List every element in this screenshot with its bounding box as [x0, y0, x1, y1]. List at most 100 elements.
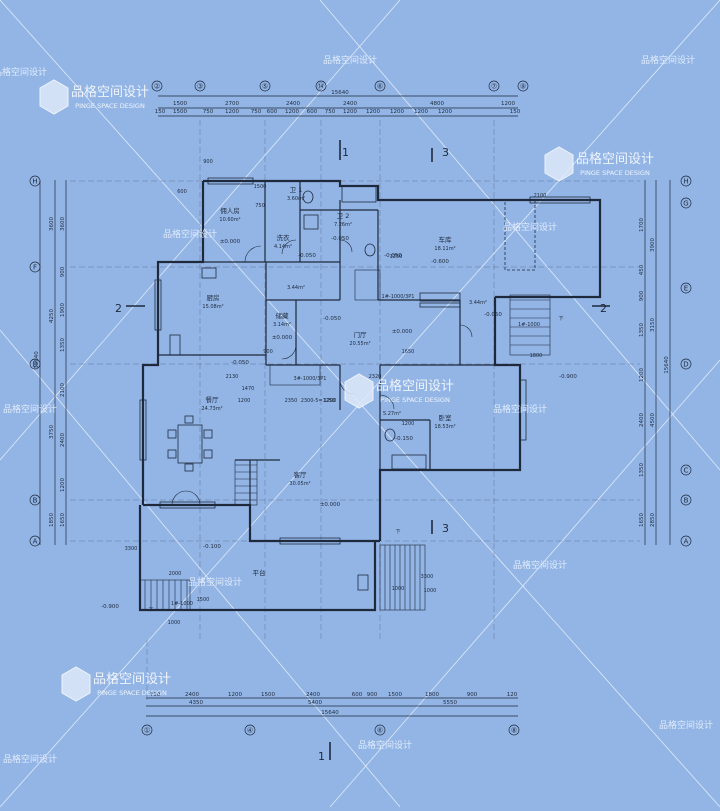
watermark-logo-cn: 品格空间设计: [576, 151, 654, 167]
right-outer-dim: 4500: [650, 413, 656, 427]
level-mark: -0.900: [559, 374, 577, 380]
stair-note: 下: [395, 529, 400, 535]
left-axis-marker-ring: [29, 175, 41, 187]
stair-note: 1#-1000: [171, 601, 193, 607]
watermark-text: 品格空间设计: [641, 54, 695, 66]
stair-note: 1#-1000/3P1: [382, 294, 415, 300]
misc-dim: 1000: [424, 588, 437, 594]
misc-dim: 1500: [197, 597, 210, 603]
misc-dim: 600: [177, 189, 187, 195]
bottom-axis-marker-ring: [244, 724, 256, 736]
top-axis-marker: ⑭: [318, 83, 325, 91]
stairs: [139, 269, 551, 611]
top-row1-dim: 1200: [501, 101, 515, 107]
bottom-row2-dim: 5400: [308, 700, 322, 706]
bottom-row1-dim: 1800: [425, 692, 439, 698]
section-label-1-top: 1: [342, 146, 349, 159]
watermark-logo-en: PINGE SPACE DESIGN: [97, 689, 167, 697]
right-inner-dim: 2400: [639, 413, 645, 427]
right-axis-marker: E: [684, 285, 688, 293]
room-name: 卧室: [439, 413, 453, 422]
watermark-logo-cn: 品格空间设计: [93, 671, 171, 687]
top-row2-dim: 1200: [366, 109, 380, 115]
room-name: 平台: [253, 568, 266, 577]
level-labels: ±0.000-0.050-0.050-0.600-0.050±0.000±0.0…: [101, 236, 577, 610]
misc-dim: 1650: [402, 349, 415, 355]
misc-dim: 900: [263, 349, 273, 355]
misc-dim: 1470: [242, 386, 255, 392]
top-row2-dim: 1200: [285, 109, 299, 115]
top-axis-marker-ring: [315, 80, 327, 92]
top-row2-dim: 1200: [343, 109, 357, 115]
right-axis-marker-ring: [680, 494, 692, 506]
top-row1-dim: 2400: [286, 101, 300, 107]
top-row1-dim: 4800: [430, 101, 444, 107]
left-total-dim: 15640: [34, 351, 40, 369]
level-mark: ±0.000: [392, 329, 413, 335]
top-row2-dim: 150: [155, 109, 166, 115]
left-outer-dim: 4250: [49, 309, 55, 323]
left-inner-dim: 2400: [60, 433, 66, 447]
left-axis-marker: H: [32, 178, 37, 186]
top-row1-dim: 2400: [343, 101, 357, 107]
level-mark: -0.050: [484, 312, 502, 318]
stair-note: 下: [148, 607, 153, 613]
watermark-text: 品格空间设计: [659, 719, 713, 731]
top-axis-marker-ring: [194, 80, 206, 92]
right-axis-marker-ring: [680, 282, 692, 294]
room-area: 24.73m²: [201, 406, 222, 412]
top-row2-dim: 1200: [390, 109, 404, 115]
section-label-2-left: 2: [115, 302, 122, 315]
left-inner-dim: 1200: [60, 478, 66, 492]
left-axis-marker: F: [33, 264, 37, 272]
room-name: 车库: [439, 235, 453, 244]
bottom-axis-marker: ①: [144, 727, 150, 735]
level-mark: ±0.000: [320, 502, 341, 508]
right-inner-dim: 1650: [639, 513, 645, 527]
misc-dim: 1200: [324, 398, 337, 404]
level-mark: -0.050: [331, 236, 349, 242]
left-axis-marker: A: [33, 538, 38, 546]
bottom-row1-dim: 2400: [306, 692, 320, 698]
level-mark: -0.050: [231, 360, 249, 366]
watermark-text: 品格空间设计: [0, 66, 47, 78]
right-axis-marker-ring: [680, 464, 692, 476]
bottom-dimension-lines: [146, 697, 518, 717]
misc-dim: 2100: [534, 193, 547, 199]
top-row2-dim: 150: [510, 109, 521, 115]
left-dimension-labels: 3600425037501850360090019001350210024001…: [34, 217, 66, 527]
misc-dim: 2320: [369, 374, 382, 380]
level-mark: ±0.000: [220, 239, 241, 245]
top-row2-dim: 750: [325, 109, 336, 115]
left-inner-dim: 1650: [60, 513, 66, 527]
watermark-text: 品格空间设计: [493, 403, 547, 415]
level-mark: ±0.000: [272, 335, 293, 341]
top-row2-dim: 750: [251, 109, 262, 115]
room-name: 卫 1: [290, 186, 303, 194]
right-inner-dim: 1700: [639, 218, 645, 232]
left-axis-marker-ring: [29, 358, 41, 370]
watermark-text: 品格空间设计: [3, 403, 57, 415]
room-area: 10.60m²: [219, 217, 240, 223]
top-row1-dim: 2700: [225, 101, 239, 107]
right-axis-marker: B: [684, 497, 689, 505]
stair-note: 下: [558, 316, 563, 322]
room-name: 客厅: [294, 470, 308, 479]
misc-dim: 1000: [168, 620, 181, 626]
bottom-row1-dim: 1200: [228, 692, 242, 698]
top-axis-marker: ②: [154, 83, 160, 91]
bottom-total-dim: 15640: [321, 710, 339, 716]
right-axis-marker: C: [684, 467, 689, 475]
bathtub: [341, 185, 377, 203]
watermark-logo: 品格空间设计 PINGE SPACE DESIGN: [61, 666, 171, 702]
misc-dim: 1500: [254, 184, 267, 190]
right-outer-dim: 3150: [650, 318, 656, 332]
misc-dim: 900: [203, 159, 213, 165]
right-inner-dim: 1350: [639, 323, 645, 337]
